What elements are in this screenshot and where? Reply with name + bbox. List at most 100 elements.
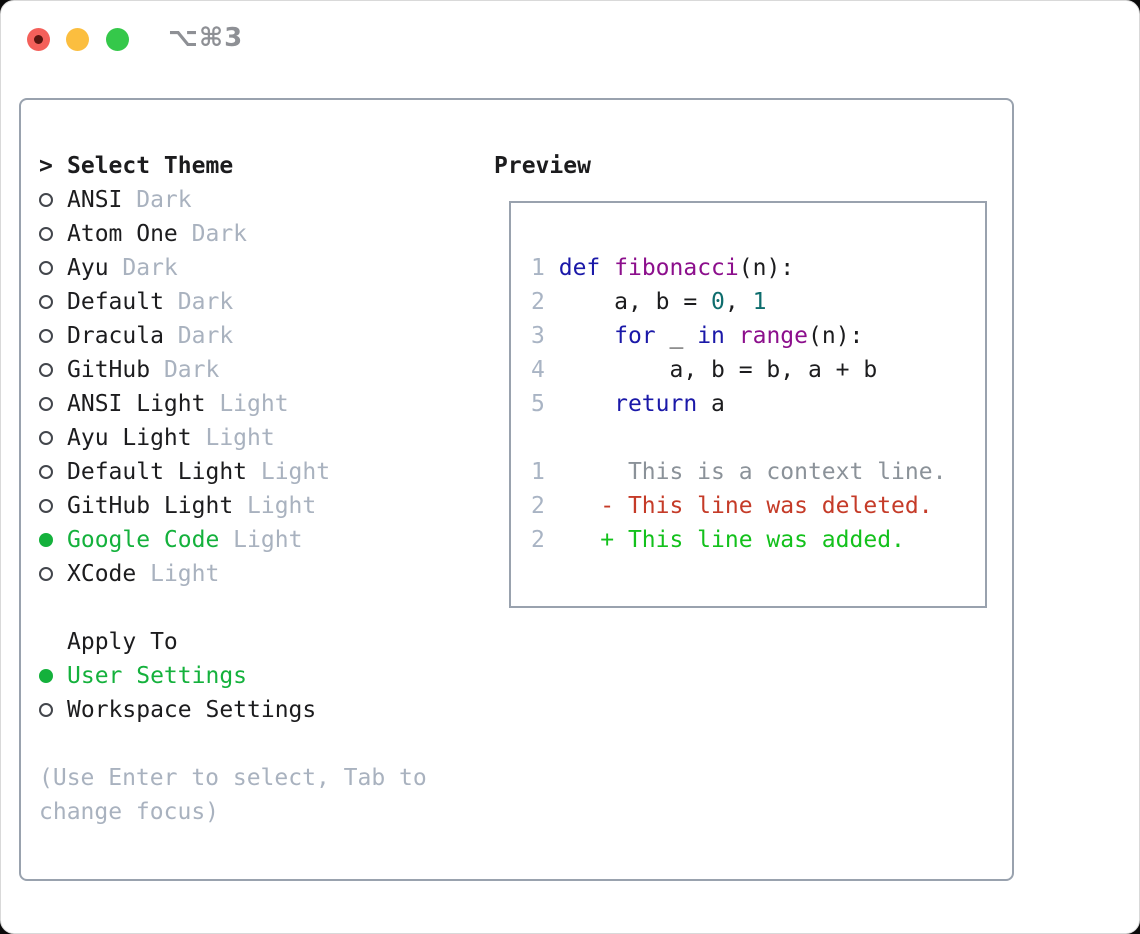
apply-to-gutter [39,625,67,659]
theme-variant-label: Light [219,527,303,553]
option-label: Atom One [67,221,178,247]
radio-icon [39,489,67,523]
option-label: Default [67,289,164,315]
radio-icon [39,455,67,489]
line-number: 3 [531,323,545,349]
close-button[interactable] [27,28,50,51]
radio-icon [39,251,67,285]
help-text-line-2: change focus) [39,799,220,825]
theme-item-ayu-dark[interactable]: Ayu Dark [39,251,427,285]
theme-item-atom-one-dark[interactable]: Atom One Dark [39,217,427,251]
apply-option-workspace-settings[interactable]: Workspace Settings [39,693,427,727]
theme-variant-label: Light [233,493,317,519]
radio-icon [39,217,67,251]
radio-icon [39,693,67,727]
diff-line-added: 2 + This line was added. [531,523,946,557]
option-label: Ayu Light [67,425,192,451]
close-dot-icon [34,35,43,44]
option-label: User Settings [67,663,248,689]
radio-icon [39,319,67,353]
line-number: 4 [531,357,545,383]
code-line-1: 1 def fibonacci(n): [531,251,946,285]
theme-item-github-light-light[interactable]: GitHub Light Light [39,489,427,523]
preview-header: Preview [494,153,591,179]
theme-variant-label: Dark [150,357,220,383]
token-add: + This line was added. [544,527,905,553]
radio-icon [39,387,67,421]
theme-variant-label: Light [247,459,331,485]
token-lit: 0 [711,289,725,315]
token-kwd: in [697,323,725,349]
theme-item-ansi-dark[interactable]: ANSI Dark [39,183,427,217]
token-ctx: This is a context line. [544,459,947,485]
token-pln: a, b = [544,289,712,315]
radio-selected-icon [39,523,67,557]
line-number: 2 [531,289,545,315]
line-number: 2 [531,493,545,519]
window-title: ⌥⌘3 [168,23,244,53]
theme-item-github-dark[interactable]: GitHub Dark [39,353,427,387]
option-label: ANSI [67,187,123,213]
code-line-4: 4 a, b = b, a + b [531,353,946,387]
token-typ: range [738,323,809,349]
radio-icon [39,285,67,319]
option-label: Google Code [67,527,220,553]
radio-selected-icon [39,659,67,693]
apply-to-header: Apply To [39,625,427,659]
radio-icon [39,353,67,387]
line-number: 1 [531,459,545,485]
diff-line-deleted: 2 - This line was deleted. [531,489,946,523]
zoom-button[interactable] [106,28,129,51]
radio-icon [39,557,67,591]
token-kwd: return [614,391,698,417]
theme-item-xcode-light[interactable]: XCode Light [39,557,427,591]
option-label: GitHub Light [67,493,234,519]
theme-item-default-dark[interactable]: Default Dark [39,285,427,319]
theme-variant-label: Light [191,425,275,451]
code-line-5: 5 return a [531,387,946,421]
theme-item-ayu-light-light[interactable]: Ayu Light Light [39,421,427,455]
radio-icon [39,183,67,217]
theme-item-default-light-light[interactable]: Default Light Light [39,455,427,489]
option-label: XCode [67,561,137,587]
token-pln: _ [655,323,698,349]
token-pln: , [724,289,753,315]
radio-icon [39,421,67,455]
blank-line [531,421,946,455]
line-number: 5 [531,391,545,417]
option-label: Workspace Settings [67,697,317,723]
token-pln: (n): [738,255,795,281]
apply-option-user-settings[interactable]: User Settings [39,659,427,693]
token-pln: (n): [808,323,864,349]
cursor-icon: > [39,153,53,179]
theme-item-dracula-dark[interactable]: Dracula Dark [39,319,427,353]
line-number: 1 [531,255,545,281]
help-text-line-1: (Use Enter to select, Tab to [39,765,427,791]
token-pln: a [697,391,725,417]
theme-item-google-code-light[interactable]: Google Code Light [39,523,427,557]
theme-variant-label: Dark [122,187,192,213]
apply-to-title: Apply To [67,629,178,655]
theme-item-ansi-light-light[interactable]: ANSI Light Light [39,387,427,421]
theme-variant-label: Light [136,561,220,587]
token-kwd: for [614,323,656,349]
code-line-2: 2 a, b = 0, 1 [531,285,946,319]
spacer [39,591,427,625]
diff-line-context: 1 This is a context line. [531,455,946,489]
theme-variant-label: Dark [108,255,178,281]
code-line-3: 3 for _ in range(n): [531,319,946,353]
theme-variant-label: Dark [177,221,248,247]
option-label: Dracula [67,323,164,349]
select-theme-title: Select Theme [67,153,234,179]
token-kwd: def [558,255,601,281]
option-label: Default Light [67,459,248,485]
token-del: - This line was deleted. [544,493,933,519]
option-label: ANSI Light [67,391,206,417]
token-pln [600,255,614,281]
theme-variant-label: Dark [163,289,234,315]
minimize-button[interactable] [66,28,89,51]
